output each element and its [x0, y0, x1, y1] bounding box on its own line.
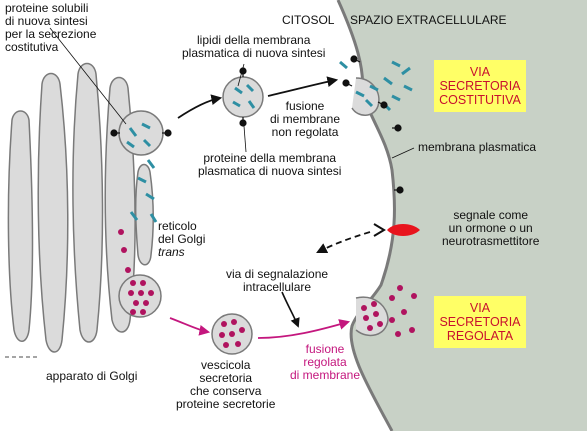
arrow-signal-dashed — [316, 231, 371, 253]
soluble-proteins — [126, 60, 413, 223]
leader-lines — [5, 27, 415, 358]
arrow-vesicle-to-membrane — [267, 76, 339, 97]
membrane-receptor — [373, 223, 386, 237]
arrow-secretory-to-membrane — [257, 319, 351, 339]
label-plasma-membrane: membrana plasmatica — [418, 140, 537, 154]
arrow-golgi-to-secretory — [169, 317, 211, 336]
label-extracellular: SPAZIO EXTRACELLULARE — [350, 13, 507, 27]
arrow-golgi-to-vesicle — [177, 94, 223, 119]
membrane-proteins — [110, 55, 404, 194]
constitutive-vesicle — [222, 76, 264, 118]
secretory-proteins — [118, 229, 417, 348]
signal-molecule — [387, 224, 420, 236]
golgi-apparatus — [7, 62, 154, 353]
label-golgi-apparatus: apparato di Golgi — [46, 369, 138, 383]
arrow-signaling-pathway — [281, 291, 300, 328]
budding-vesicle-top — [118, 110, 164, 156]
budding-vesicle-bottom — [118, 274, 162, 318]
label-cytosol: CITOSOL — [282, 13, 335, 27]
